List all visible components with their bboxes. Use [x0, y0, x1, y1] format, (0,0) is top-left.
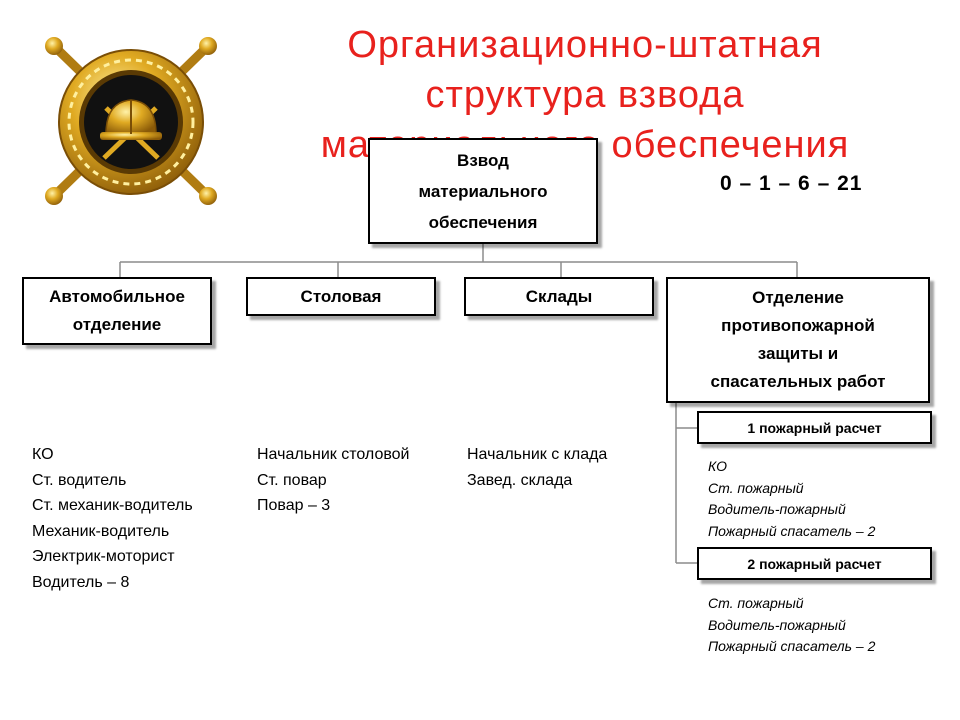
- crew-1-staff-list: КО Ст. пожарный Водитель-пожарный Пожарн…: [708, 456, 875, 542]
- staff-item: Начальник столовой: [257, 446, 410, 463]
- warehouse-staff-list: Начальник с клада Завед. склада: [467, 442, 607, 493]
- staff-item: Начальник с клада: [467, 446, 608, 463]
- staff-item: Ст. механик-водитель: [32, 497, 193, 514]
- staff-item: Водитель-пожарный: [708, 616, 846, 633]
- canteen-box: Столовая: [246, 277, 436, 316]
- staff-item: Пожарный спасатель – 2: [708, 638, 876, 654]
- staff-item: Водитель – 8: [32, 573, 130, 591]
- staff-item: Механик-водитель: [32, 522, 170, 540]
- platoon-box: Взвод материального обеспечения: [368, 138, 598, 244]
- fire-service-emblem-icon: [45, 37, 217, 205]
- staff-item: Ст. пожарный: [708, 479, 804, 496]
- staff-item: Ст. водитель: [32, 471, 127, 489]
- staff-item: Ст. повар: [257, 471, 327, 489]
- staff-item: Ст. пожарный: [708, 595, 804, 611]
- staff-item: Пожарный спасатель – 2: [708, 522, 876, 539]
- staff-item: КО: [32, 446, 54, 463]
- canteen-staff-list: Начальник столовой Ст. повар Повар – 3: [257, 442, 410, 519]
- staff-item: КО: [708, 458, 727, 474]
- staff-item: Электрик-моторист: [32, 548, 175, 565]
- staff-item: Повар – 3: [257, 497, 331, 514]
- crew-2-staff-list: Ст. пожарный Водитель-пожарный Пожарный …: [708, 593, 875, 658]
- crew-1-box: 1 пожарный расчет: [697, 411, 932, 444]
- auto-unit-staff-list: КО Ст. водитель Ст. механик-водитель Мех…: [32, 442, 193, 595]
- warehouse-box: Склады: [464, 277, 654, 316]
- fire-rescue-unit-box: Отделение противопожарной защиты и спаса…: [666, 277, 930, 403]
- staff-item: Завед. склада: [467, 471, 573, 489]
- staff-code: 0 – 1 – 6 – 21: [720, 172, 863, 195]
- staff-item: Водитель-пожарный: [708, 501, 846, 517]
- crew-2-box: 2 пожарный расчет: [697, 547, 932, 580]
- auto-unit-box: Автомобильное отделение: [22, 277, 212, 345]
